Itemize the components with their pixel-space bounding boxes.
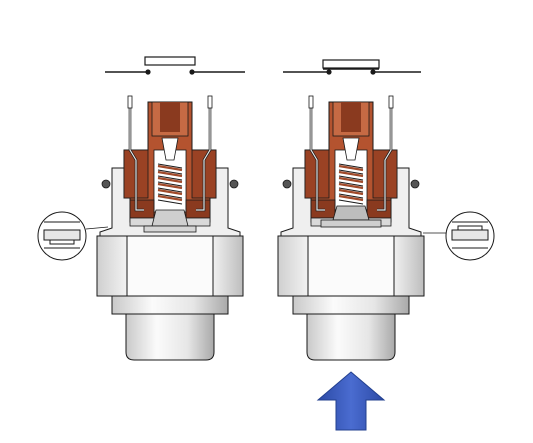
left-switch-schematic bbox=[105, 56, 245, 75]
left-pressure-switch bbox=[95, 56, 245, 362]
left-detail-magnifier bbox=[37, 211, 109, 261]
right-pressure-switch bbox=[276, 59, 426, 362]
right-detail-magnifier bbox=[423, 211, 495, 261]
right-switch-schematic bbox=[283, 59, 421, 75]
pressure-arrow-up-icon bbox=[316, 371, 386, 431]
